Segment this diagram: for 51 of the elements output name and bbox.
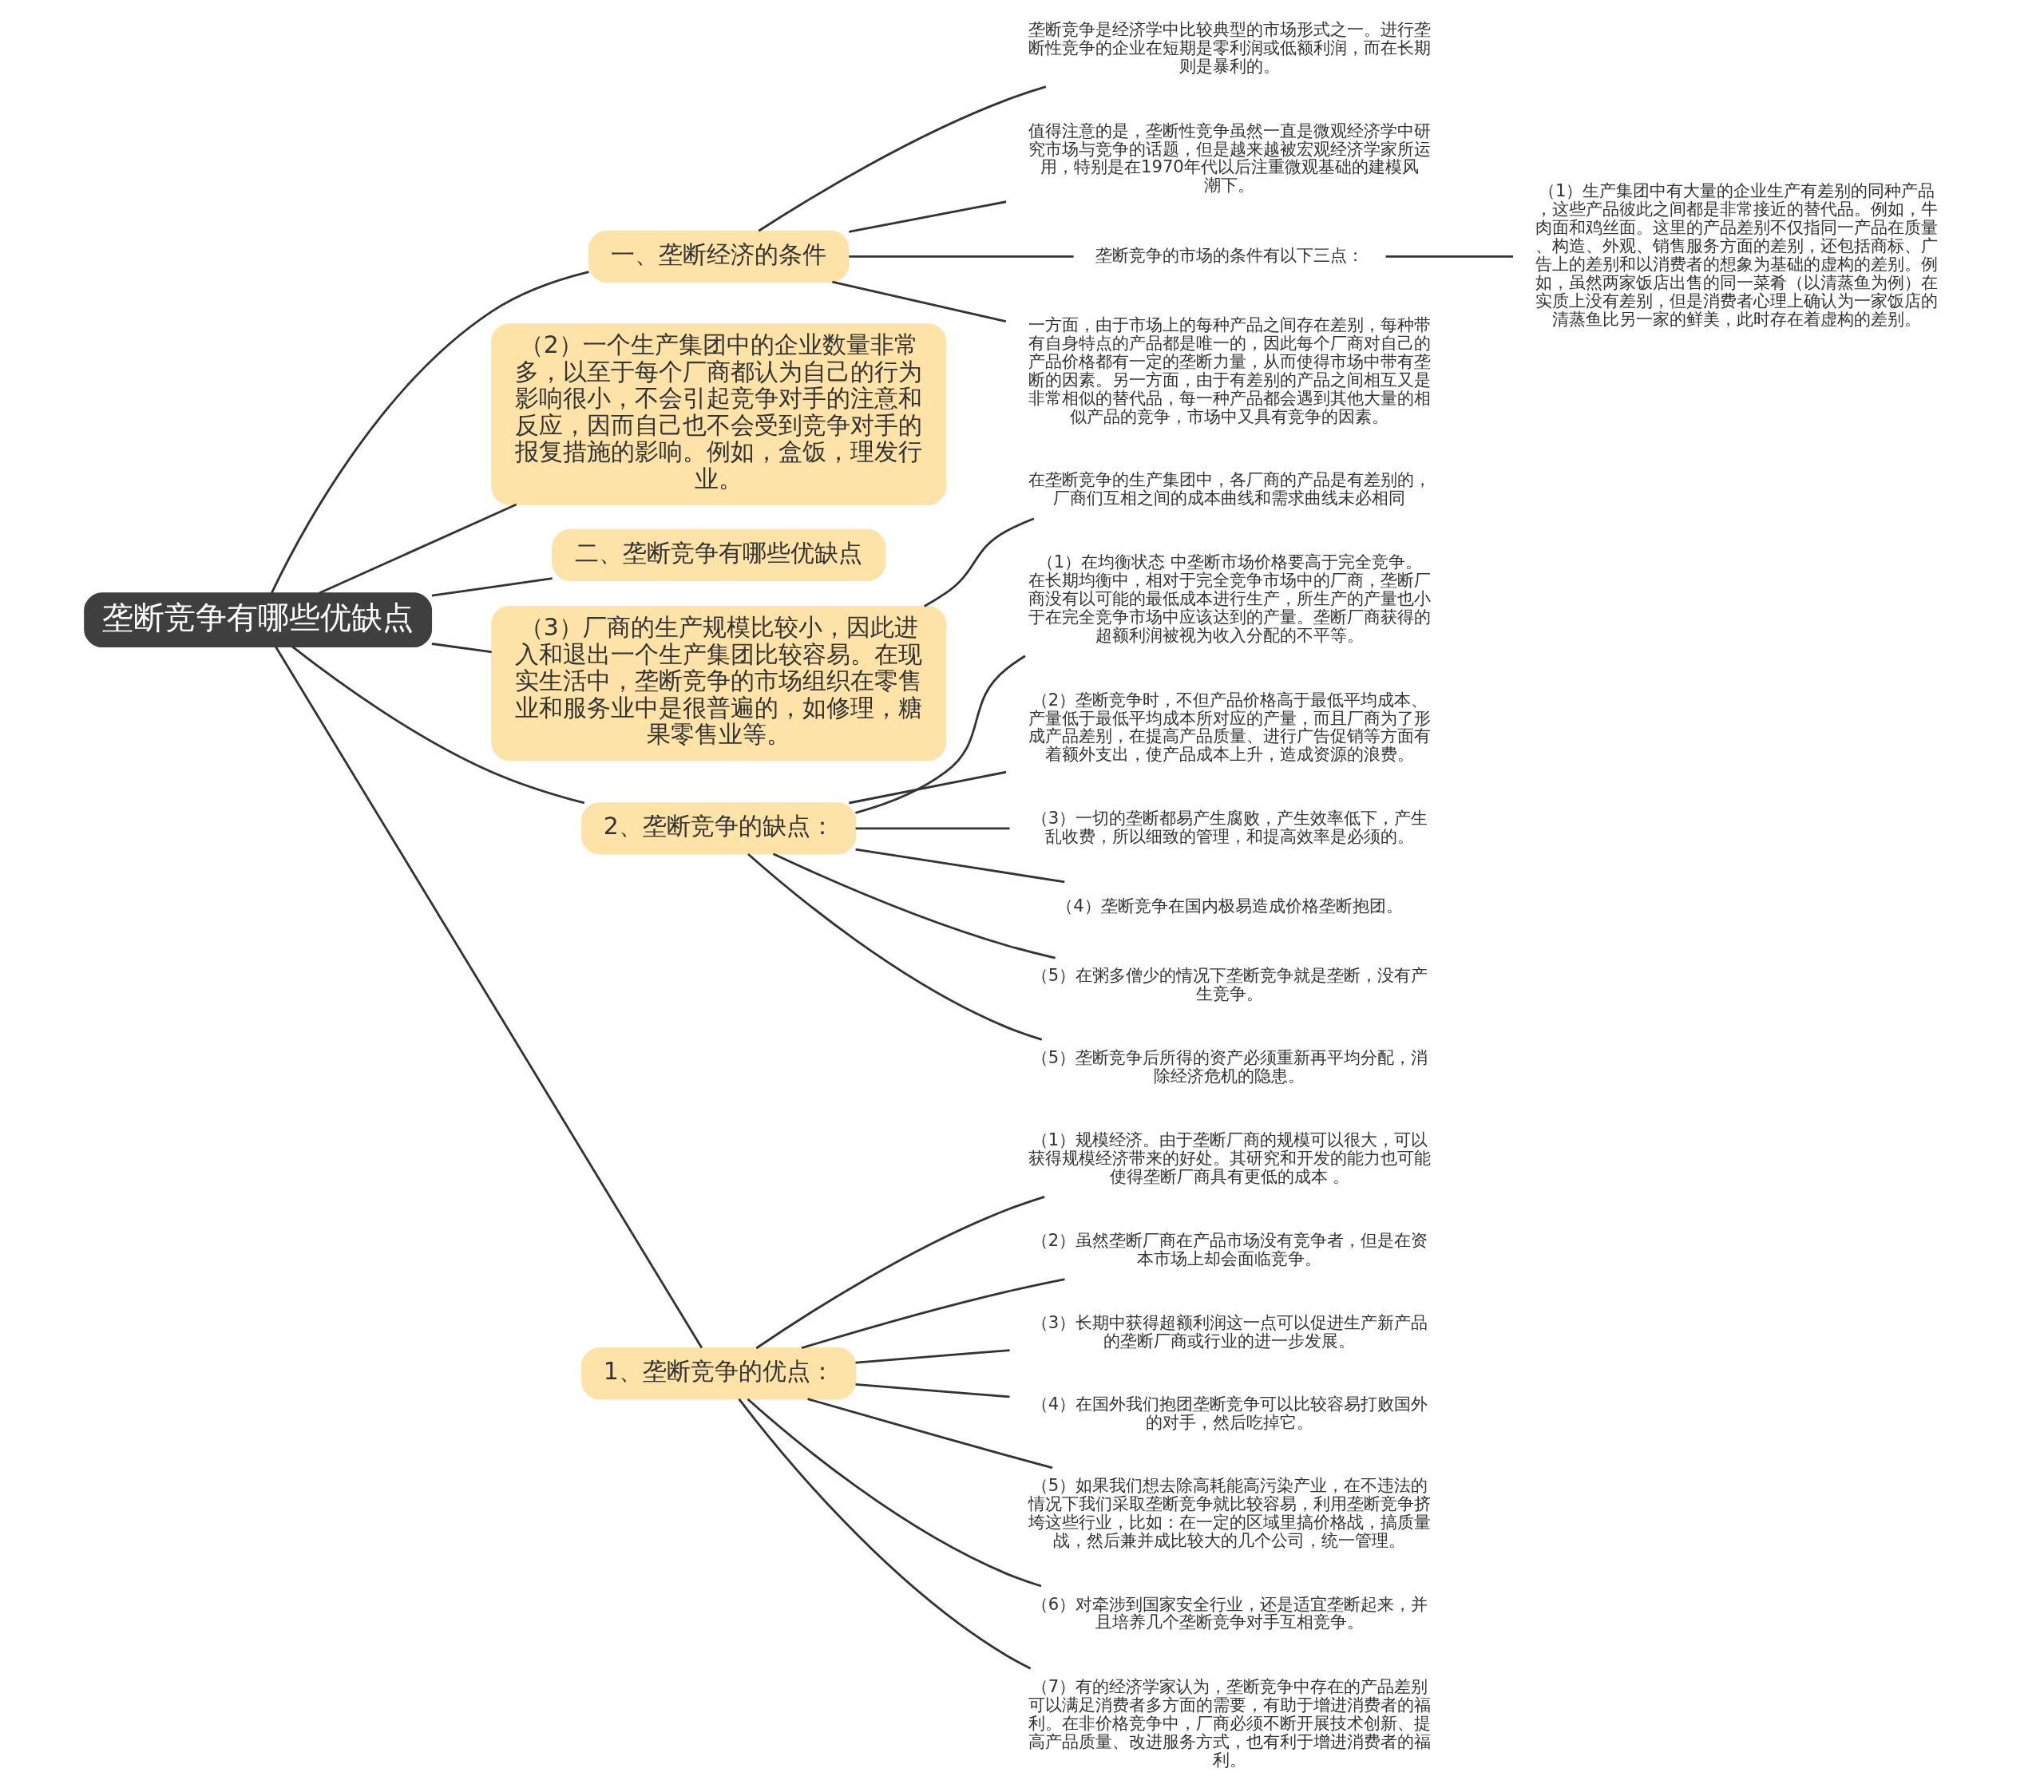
connector xyxy=(270,271,589,594)
node-text: （1）生产集团中有大量的企业生产有差别的同种产品，这些产品彼此之间都是非常接近的替代品。例如，牛肉面和鸡丝面。这里的产品差别不仅指同一产品在质量、构造、外观、销售服务方面的差别，还包括商标、广告上的差别和以消费者的想象为基础的虚构的差别。例如，虽然两家饭店出售的同一菜肴（以清蒸鱼为例）在实质上没有差别，但是消费者心理上确认为一家饭店的清蒸鱼比另一家的鲜美，此时存在着虚构的差别。 xyxy=(1535,180,1938,330)
node-box: 二、垄断竞争有哪些优缺点 xyxy=(551,528,885,582)
node-text: 在垄断竞争的生产集团中，各厂商的产品是有差别的，厂商们互相之间的成本曲线和需求曲线未必相同 xyxy=(1028,469,1431,508)
node-text: （4）垄断竞争在国内极易造成价格垄断抱团。 xyxy=(1056,896,1403,916)
node-text: 一方面，由于市场上的每种产品之间存在差别，每种带有自身特点的产品都是唯一的，因此每个厂商对自己的产品价格都有一定的垄断力量，从而使得市场中带有垄断的因素。另一方面，由于有差别的产品之间相互又是非常相似的替代品，每一种产品都会遇到其他大量的相似产品的竞争，市场中又具有竞争的因素。 xyxy=(1028,314,1431,426)
connector xyxy=(318,503,517,595)
node-text: （5）如果我们想去除高耗能高污染产业，在不违法的情况下我们采取垄断竞争就比较容易，利用垄断竞争挤垮这些行业，比如：在一定的区域里搞价格战，搞质量战，然后兼并成比较大的几个公司，统一管理。 xyxy=(1028,1475,1431,1551)
connector xyxy=(855,827,1010,830)
node-text: （2）虽然垄断厂商在产品市场没有竞争者，但是在资本市场上却会面临竞争。 xyxy=(1031,1230,1428,1269)
connector xyxy=(855,1383,1010,1398)
connector xyxy=(854,655,1026,814)
connector xyxy=(747,1398,1041,1588)
connector xyxy=(801,1278,1065,1350)
node-text: （2）垄断竞争时，不但产品价格高于最低平均成本、产量低于最低平均成本所对应的产量，而且厂商为了形成产品差别，在提高产品质量、进行广告促销等方面有着额外支出，使产品成本上升，造成资源的浪费。 xyxy=(1028,689,1431,765)
node-box: 1、垄断竞争的优点： xyxy=(580,1347,856,1400)
node-box: 2、垄断竞争的缺点： xyxy=(580,802,856,855)
node-box: （3）厂商的生产规模比较小，因此进入和退出一个生产集团比较容易。在现实生活中，垄断竞争的市场组织在零售业和服务业中是很普遍的，如修理，糖果零售业等。 xyxy=(490,605,946,762)
node-box: 垄断竞争有哪些优缺点 xyxy=(83,592,432,647)
connector xyxy=(291,646,584,805)
connector xyxy=(737,1398,1031,1670)
node-text: （6）对牵涉到国家安全行业，还是适宜垄断起来，并且培养几个垄断竞争对手互相竞争。 xyxy=(1031,1593,1428,1632)
connector xyxy=(1385,255,1513,258)
node-box: 一、垄断经济的条件 xyxy=(588,230,849,283)
node-text: （5）在粥多僧少的情况下垄断竞争就是垄断，没有产生竞争。 xyxy=(1031,965,1428,1004)
connector xyxy=(431,643,492,654)
connector xyxy=(848,255,1074,258)
node-text: （5）垄断竞争后所得的资产必须重新再平均分配，消除经济危机的隐患。 xyxy=(1031,1046,1428,1086)
node-text: （3）一切的垄断都易产生腐败，产生效率低下，产生乱收费，所以细致的管理，和提高效率是必须的。 xyxy=(1031,807,1428,846)
connector xyxy=(806,1398,1052,1470)
connector xyxy=(755,1196,1045,1350)
connector xyxy=(848,200,1006,233)
node-text: 值得注意的是，垄断性竞争虽然一直是微观经济学中研究市场与竞争的话题，但是越来越被宏观经济学家所运用，特别是在1970年代以后注重微观基础的建模风潮下。 xyxy=(1028,120,1431,196)
node-text: （3）长期中获得超额利润这一点可以促进生产新产品的垄断厂商或行业的进一步发展。 xyxy=(1031,1311,1428,1351)
node-text: （1）规模经济。由于垄断厂商的规模可以很大，可以获得规模经济带来的好处。其研究和开发的能力也可能使得垄断厂商具有更低的成本 。 xyxy=(1028,1129,1431,1186)
connector xyxy=(431,577,553,597)
connector xyxy=(848,770,1006,805)
connector xyxy=(831,280,1006,323)
connector xyxy=(758,85,1046,232)
connector xyxy=(854,848,1064,884)
connector xyxy=(855,1349,1010,1364)
connector xyxy=(747,852,1042,1041)
node-text: （4）在国外我们抱团垄断竞争可以比较容易打败国外的对手，然后吃掉它。 xyxy=(1031,1393,1428,1432)
node-text: （1）在均衡状态 中垄断市场价格要高于完全竞争。在长期均衡中，相对于完全竞争市场中的厂商，垄断厂商没有以可能的最低成本进行生产，所生产的产量也小于在完全竞争市场中应该达到的产量。垄断厂商获得的超额利润被视为收入分配的不平等。 xyxy=(1028,552,1431,646)
node-box: （2）一个生产集团中的企业数量非常多，以至于每个厂商都认为自己的行为影响很小，不会引起竞争对手的注意和反应，因而自己也不会受到竞争对手的报复措施的影响。例如，盒饭，理发行业。 xyxy=(490,323,946,505)
connector xyxy=(923,517,1034,607)
node-text: 垄断竞争的市场的条件有以下三点： xyxy=(1095,244,1364,265)
connector xyxy=(274,646,703,1349)
node-text: 垄断竞争是经济学中比较典型的市场形式之一。进行垄断性竞争的企业在短期是零利润或低额利润，而在长期则是暴利的。 xyxy=(1028,19,1431,77)
node-text: （7）有的经济学家认为，垄断竞争中存在的产品差别可以满足消费者多方面的需要，有助于增进消费者的福利。在非价格竞争中，厂商必须不断开展技术创新、提高产品质量、改进服务方式，也有利于增进消费者的福利。 xyxy=(1028,1675,1431,1770)
connector xyxy=(772,852,1056,959)
